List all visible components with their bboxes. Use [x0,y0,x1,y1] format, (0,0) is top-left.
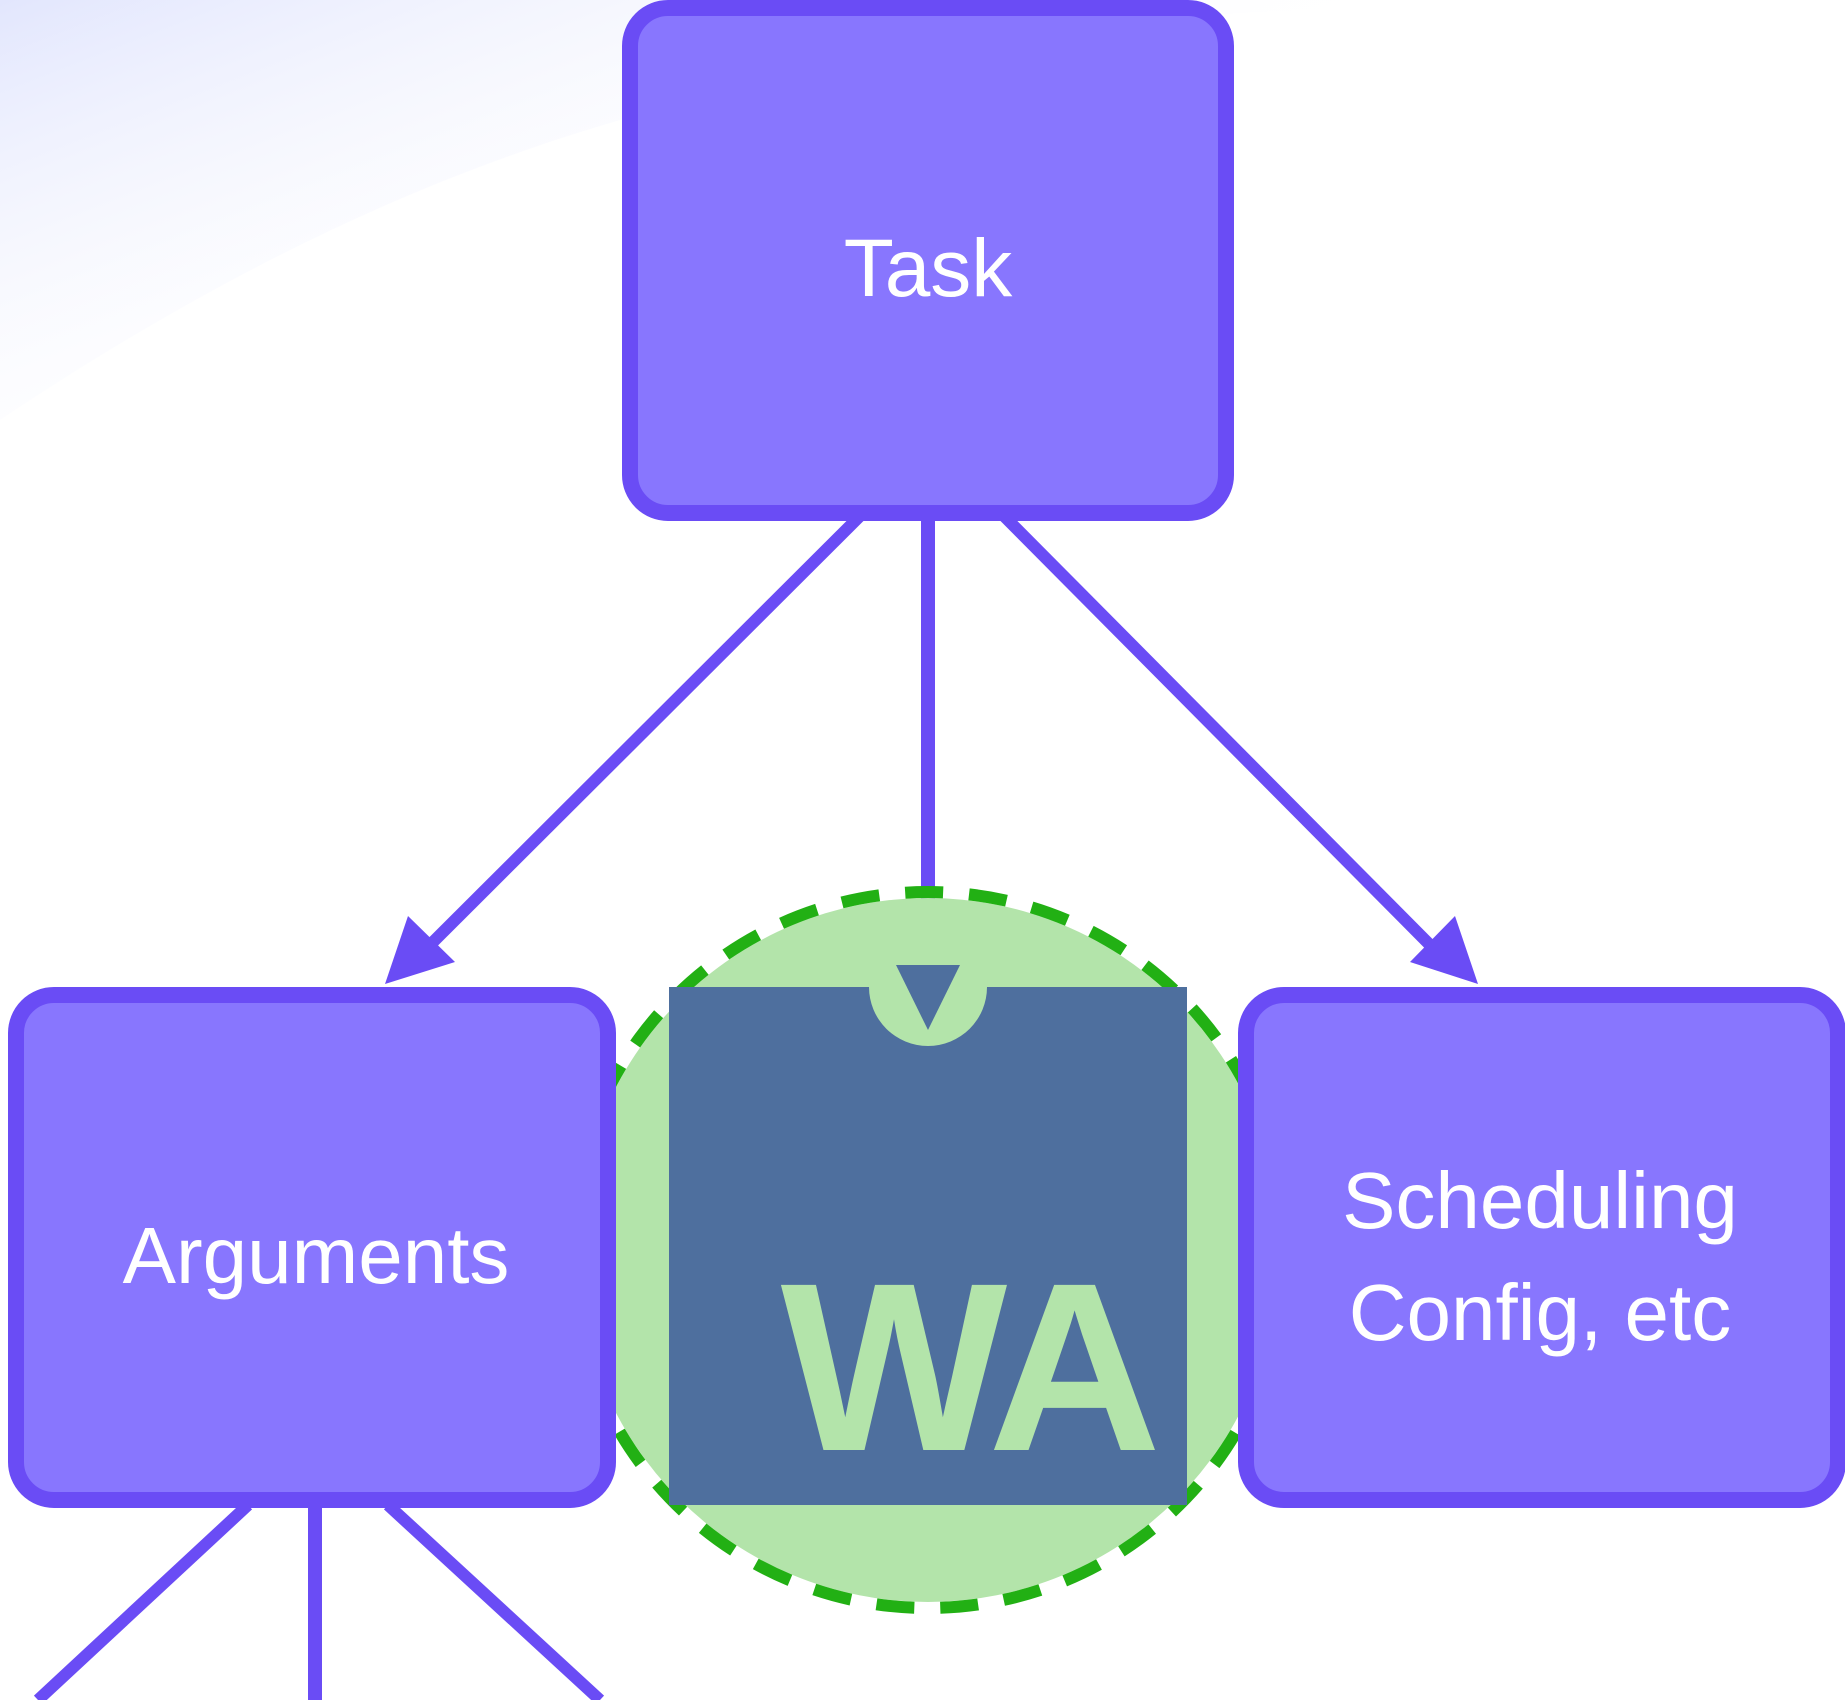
node-scheduling-label-line1: Scheduling [1342,1156,1738,1245]
wa-inlet-arrowhead [896,965,960,1030]
edge-arguments-right [383,1500,605,1700]
arrowhead-arguments [385,916,455,984]
edge-task-to-arguments [425,509,867,950]
node-task[interactable]: Task [622,0,1234,521]
edges-from-task [385,509,1478,1000]
node-arguments-label: Arguments [123,1211,510,1300]
node-scheduling-box [1238,987,1845,1508]
edge-task-to-scheduling [997,509,1435,950]
node-arguments-box [8,987,616,1508]
node-arguments[interactable]: Arguments [8,987,616,1508]
node-scheduling[interactable]: Scheduling Config, etc [1238,987,1845,1508]
arrowhead-scheduling [1410,916,1478,984]
edge-arguments-left [33,1500,253,1700]
wa-logo: WA [669,965,1187,1505]
wa-logo-text: WA [781,1233,1156,1501]
edges-from-arguments [33,1500,605,1700]
node-task-box [622,0,1234,521]
node-task-label: Task [844,223,1014,314]
wa-square [669,987,1187,1505]
node-scheduling-label-line2: Config, etc [1349,1268,1731,1357]
background-glow [0,0,1845,420]
